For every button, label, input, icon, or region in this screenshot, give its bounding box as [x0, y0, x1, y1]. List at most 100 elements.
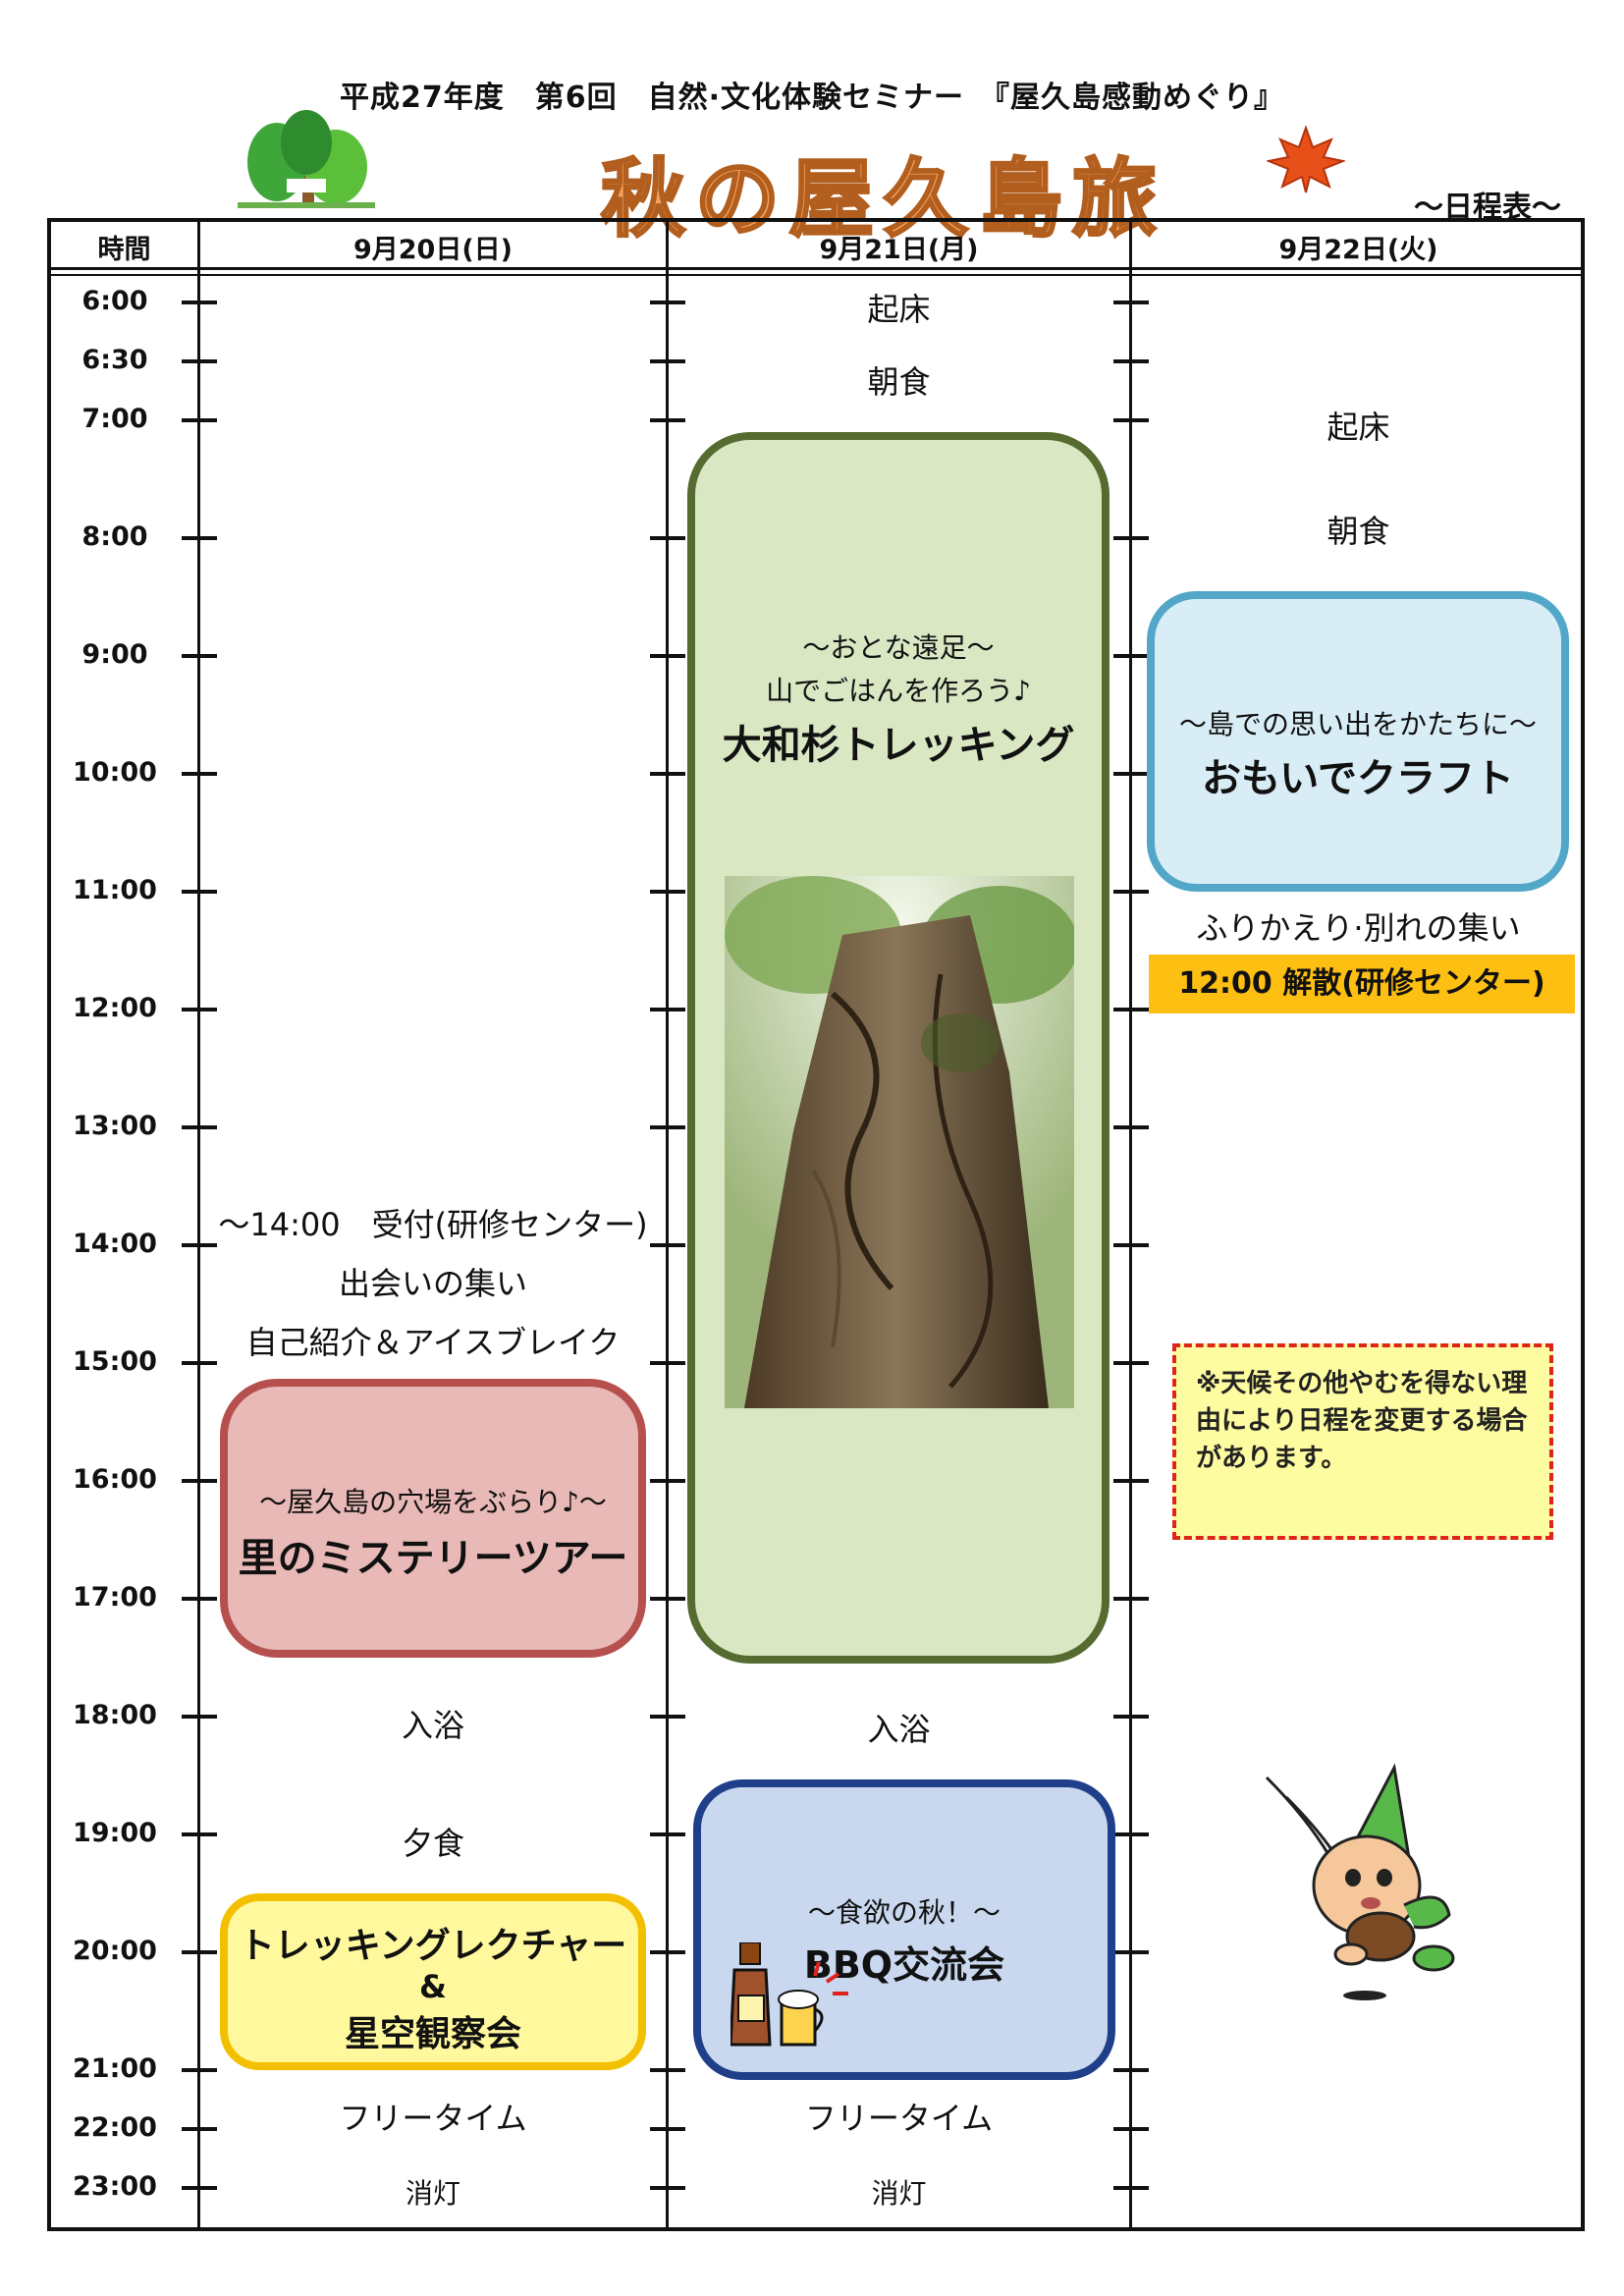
main-title: 秋の屋久島旅 — [600, 149, 1166, 250]
time-label: 16:00 — [73, 1464, 157, 1495]
time-tick — [182, 1950, 217, 1954]
time-tick — [650, 418, 685, 422]
day-header-3: 9月22日(火) — [1278, 235, 1438, 265]
time-tick — [650, 1950, 685, 1954]
time-tick — [1113, 1715, 1149, 1719]
day1-lights-out: 消灯 — [405, 2177, 460, 2210]
day-header-1: 9月20日(日) — [352, 235, 514, 265]
lecture-box: トレッキングレクチャー & 星空観察会 — [220, 1893, 646, 2070]
day1-free: フリータイム — [339, 2100, 527, 2137]
beer-icon — [731, 1942, 848, 2047]
time-tick — [182, 1243, 217, 1247]
craft-title: おもいでクラフト — [1202, 756, 1514, 801]
column-divider — [666, 218, 669, 2231]
day2-lights-out: 消灯 — [871, 2177, 927, 2210]
time-tick — [650, 1597, 685, 1601]
reception-text: ～14:00 受付(研修センター) — [218, 1206, 648, 1243]
trek-title: 大和杉トレッキング — [722, 723, 1075, 768]
day2-free: フリータイム — [804, 2100, 994, 2137]
day2-breakfast: 朝食 — [867, 363, 931, 401]
time-tick — [1113, 1361, 1149, 1365]
time-tick — [1113, 1125, 1149, 1129]
time-tick — [182, 2127, 217, 2131]
time-label: 19:00 — [73, 1818, 157, 1848]
mystery-tour-box: ～屋久島の穴場をぶらり♪～ 里のミステリーツアー — [220, 1379, 646, 1658]
time-tick — [1113, 1832, 1149, 1836]
lecture-line1: トレッキングレクチャー — [239, 1926, 627, 1966]
time-tick — [182, 359, 217, 363]
day2-bath: 入浴 — [867, 1711, 931, 1748]
column-divider — [1129, 218, 1132, 2231]
time-label: 15:00 — [73, 1346, 157, 1377]
time-tick — [1113, 772, 1149, 776]
seminar-subtitle: 平成27年度 第6回 自然·文化体験セミナー 『屋久島感動めぐり』 — [339, 81, 1285, 115]
time-header: 時間 — [97, 235, 151, 265]
day-header-2: 9月21日(月) — [819, 235, 979, 265]
craft-subtitle: ～島での思い出をかたちに～ — [1178, 708, 1537, 740]
reflection-text: ふりかえり·別れの集い — [1196, 909, 1521, 947]
bbq-title: BBQ交流会 — [803, 1943, 1005, 1987]
time-label: 20:00 — [73, 1936, 157, 1966]
time-tick — [1113, 1597, 1149, 1601]
time-tick — [650, 301, 685, 304]
time-label: 22:00 — [73, 2112, 157, 2143]
time-tick — [182, 1832, 217, 1836]
dismissal-bar: 12:00 解散(研修センター) — [1149, 955, 1575, 1013]
time-tick — [1113, 536, 1149, 540]
maple-leaf-icon — [1267, 126, 1345, 193]
time-label: 7:00 — [81, 404, 148, 434]
time-tick — [182, 890, 217, 894]
meeting-text: 出会いの集い — [338, 1265, 527, 1302]
day1-bath: 入浴 — [401, 1707, 464, 1744]
time-tick — [650, 2186, 685, 2190]
time-tick — [650, 1832, 685, 1836]
day2-wake: 起床 — [867, 291, 931, 328]
tour-title: 里のミステリーツアー — [238, 1536, 628, 1581]
time-tick — [1113, 2186, 1149, 2190]
time-tick — [650, 359, 685, 363]
time-label: 9:00 — [81, 639, 148, 670]
icebreak-text: 自己紹介＆アイスブレイク — [245, 1324, 621, 1361]
time-tick — [650, 654, 685, 658]
time-tick — [650, 1008, 685, 1011]
time-tick — [1113, 890, 1149, 894]
time-tick — [182, 2068, 217, 2072]
lecture-line3: 星空観察会 — [344, 2014, 521, 2054]
time-tick — [182, 1597, 217, 1601]
day1-dinner: 夕食 — [401, 1825, 464, 1862]
time-tick — [1113, 418, 1149, 422]
time-label: 14:00 — [73, 1229, 157, 1259]
time-label: 21:00 — [73, 2053, 157, 2084]
header-divider-double — [47, 274, 1585, 276]
craft-box: ～島での思い出をかたちに～ おもいでクラフト — [1147, 591, 1569, 892]
time-label: 23:00 — [73, 2171, 157, 2202]
time-tick — [182, 418, 217, 422]
day3-breakfast: 朝食 — [1326, 513, 1390, 550]
time-label: 8:00 — [81, 521, 148, 552]
bbq-subtitle: ～食欲の秋！～ — [807, 1896, 1001, 1929]
time-tick — [182, 772, 217, 776]
time-tick — [650, 1125, 685, 1129]
time-tick — [182, 1361, 217, 1365]
time-tick — [1113, 359, 1149, 363]
time-tick — [650, 1479, 685, 1483]
time-tick — [1113, 301, 1149, 304]
time-tick — [182, 1479, 217, 1483]
schedule-table — [47, 218, 1585, 2231]
time-tick — [650, 536, 685, 540]
time-tick — [650, 1361, 685, 1365]
time-label: 10:00 — [73, 757, 157, 788]
time-label: 13:00 — [73, 1111, 157, 1141]
time-tick — [1113, 2068, 1149, 2072]
time-tick — [650, 2068, 685, 2072]
time-tick — [650, 890, 685, 894]
time-tick — [650, 772, 685, 776]
day3-wake: 起床 — [1326, 409, 1390, 446]
time-tick — [650, 1715, 685, 1719]
time-tick — [182, 654, 217, 658]
time-label: 18:00 — [73, 1700, 157, 1730]
header-divider — [47, 267, 1585, 270]
time-tick — [650, 1243, 685, 1247]
time-tick — [1113, 1950, 1149, 1954]
time-tick — [182, 1008, 217, 1011]
